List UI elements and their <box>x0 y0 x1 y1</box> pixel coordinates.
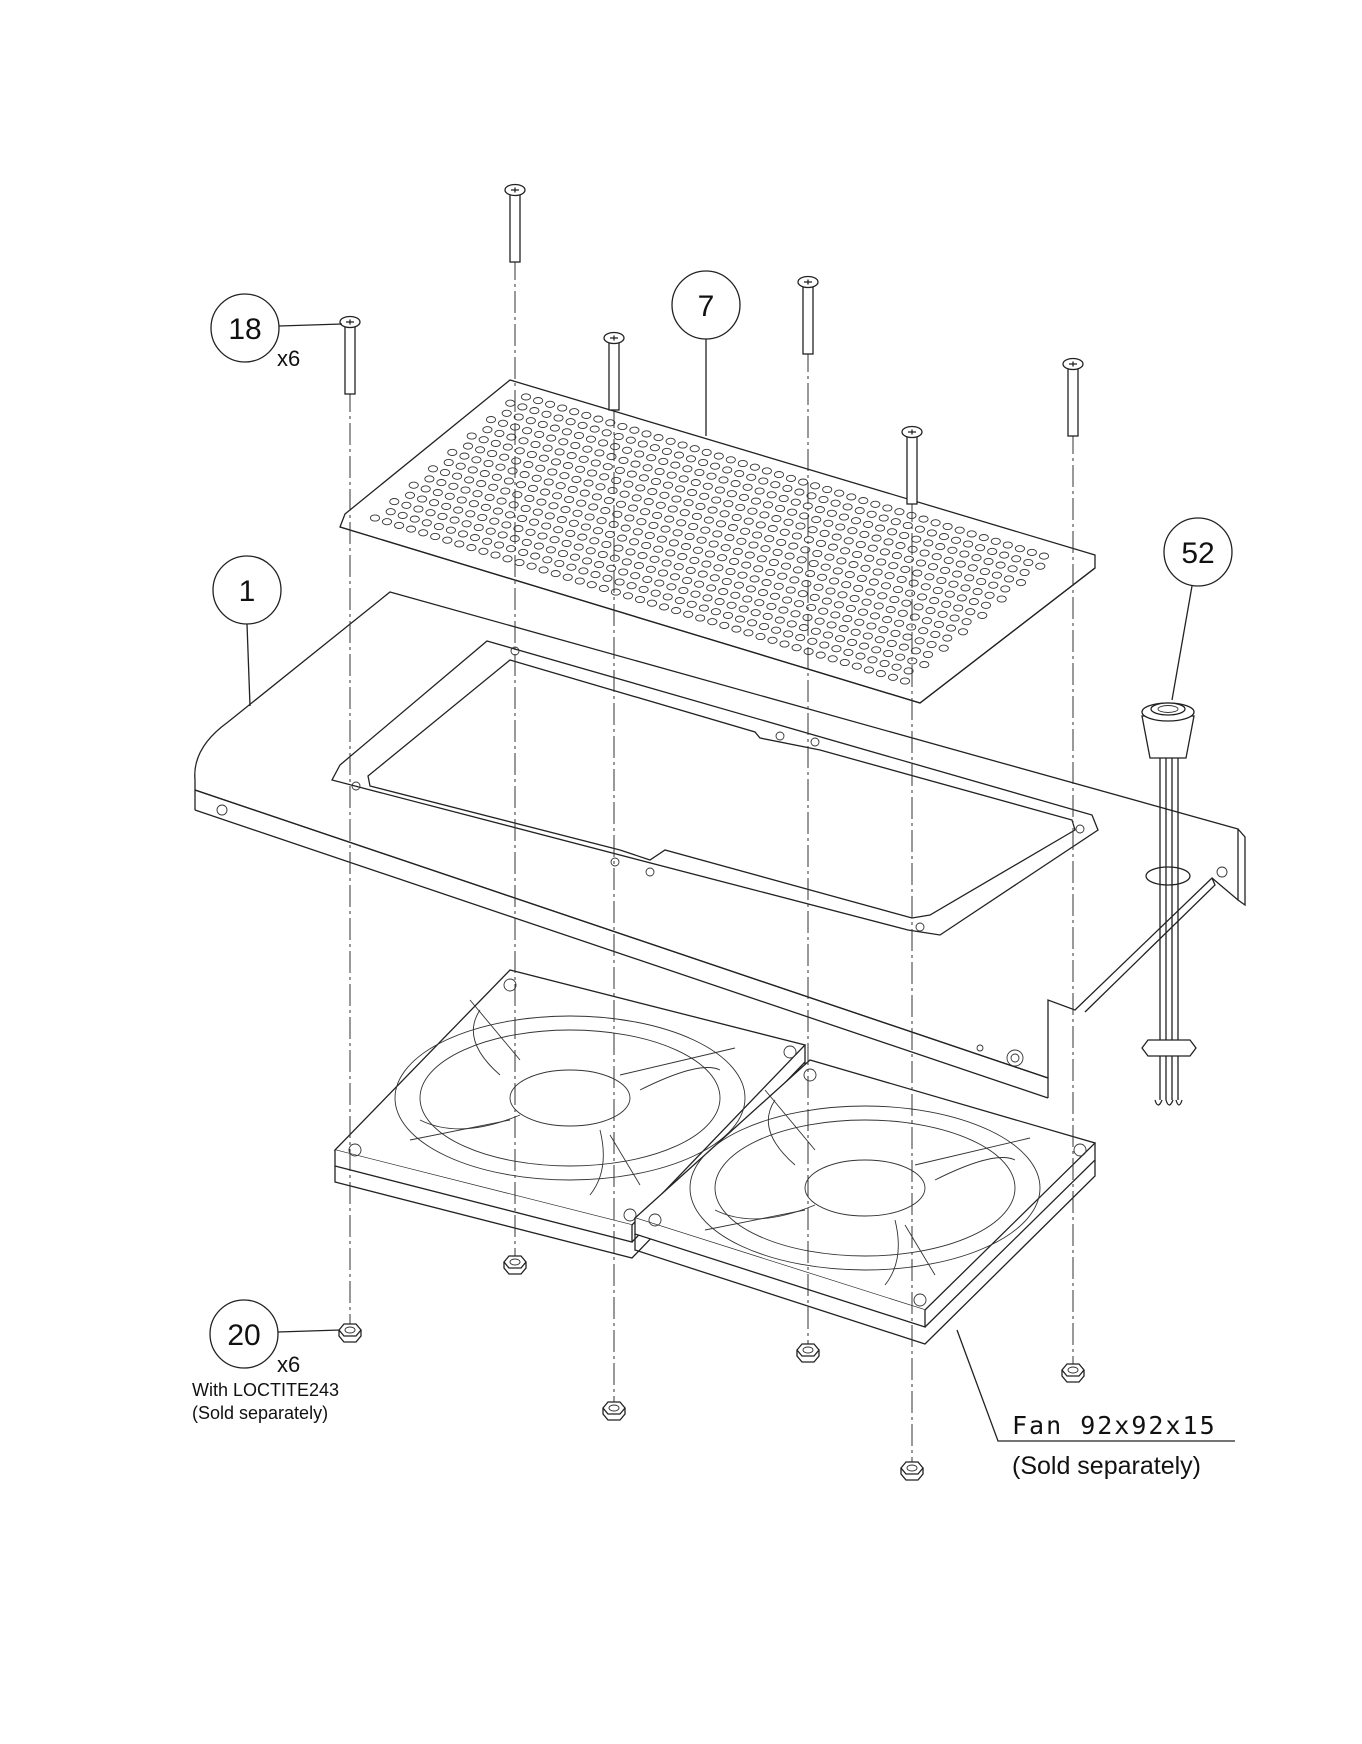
callout-20-qty: x6 <box>277 1352 300 1377</box>
callout-20: 20 x6 With LOCTITE243 (Sold separately) <box>192 1299 341 1423</box>
fan-label-sold-separately: (Sold separately) <box>1012 1452 1201 1480</box>
callout-52: 52 <box>1163 517 1233 701</box>
nut-2 <box>503 1255 527 1275</box>
perforated-grille-part-7 <box>339 379 1096 704</box>
callout-7-number: 7 <box>698 290 715 323</box>
screw-6 <box>1062 357 1084 1364</box>
nut-4 <box>796 1343 820 1363</box>
screw-2 <box>504 183 526 1256</box>
callout-20-number: 20 <box>227 1319 260 1352</box>
screw-4 <box>797 275 819 1344</box>
nut-1 <box>338 1323 362 1343</box>
fan-label-size: Fan 92x92x15 <box>1012 1411 1217 1440</box>
fan-left <box>333 969 807 1259</box>
nut-3 <box>602 1401 626 1421</box>
nut-5 <box>900 1461 924 1481</box>
nut-6 <box>1061 1363 1085 1383</box>
screw-3 <box>603 331 625 1402</box>
callout-52-number: 52 <box>1181 537 1214 570</box>
cable-part-52 <box>1141 702 1197 1106</box>
callout-20-note-sold-separately: (Sold separately) <box>192 1403 328 1423</box>
bracket-part-1 <box>194 591 1246 1099</box>
screw-1 <box>339 315 361 1324</box>
fan-callout: Fan 92x92x15 (Sold separately) <box>956 1329 1235 1480</box>
callout-7: 7 <box>671 270 741 436</box>
callout-1-number: 1 <box>239 575 256 608</box>
callout-18-qty: x6 <box>277 346 300 371</box>
callout-18-number: 18 <box>228 313 261 346</box>
callout-20-note-loctite: With LOCTITE243 <box>192 1380 339 1400</box>
screw-5 <box>901 425 923 1462</box>
callout-1: 1 <box>212 555 282 707</box>
callout-18: 18 x6 <box>210 293 343 371</box>
fan-right <box>633 1059 1097 1345</box>
